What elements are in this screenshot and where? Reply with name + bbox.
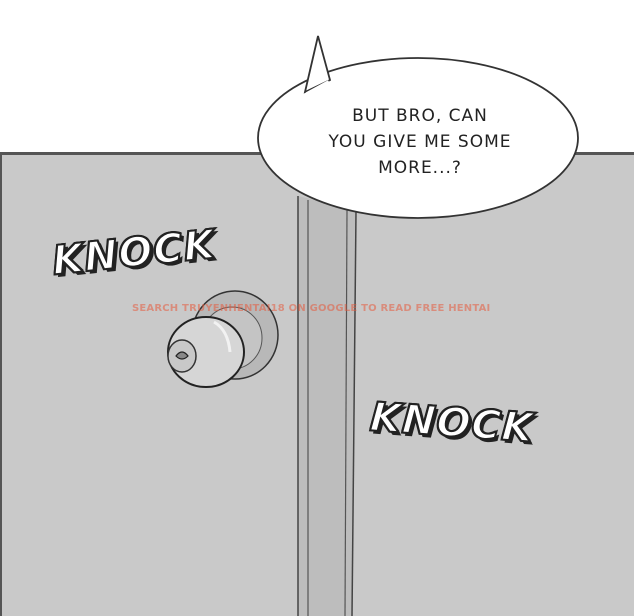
speech-line-2: YOU GIVE ME SOME	[328, 132, 512, 152]
door-frame	[298, 196, 356, 616]
doorknob-icon	[167, 290, 279, 388]
speech-bubble	[257, 35, 579, 219]
watermark-text: SEARCH TRUYENHENTAI18 ON GOOGLE TO READ …	[132, 303, 491, 314]
speech-line-1: BUT BRO, CAN	[352, 106, 488, 126]
speech-line-3: MORE...?	[378, 158, 462, 178]
speech-bubble-text: BUT BRO, CAN YOU GIVE ME SOME MORE...?	[300, 103, 540, 181]
